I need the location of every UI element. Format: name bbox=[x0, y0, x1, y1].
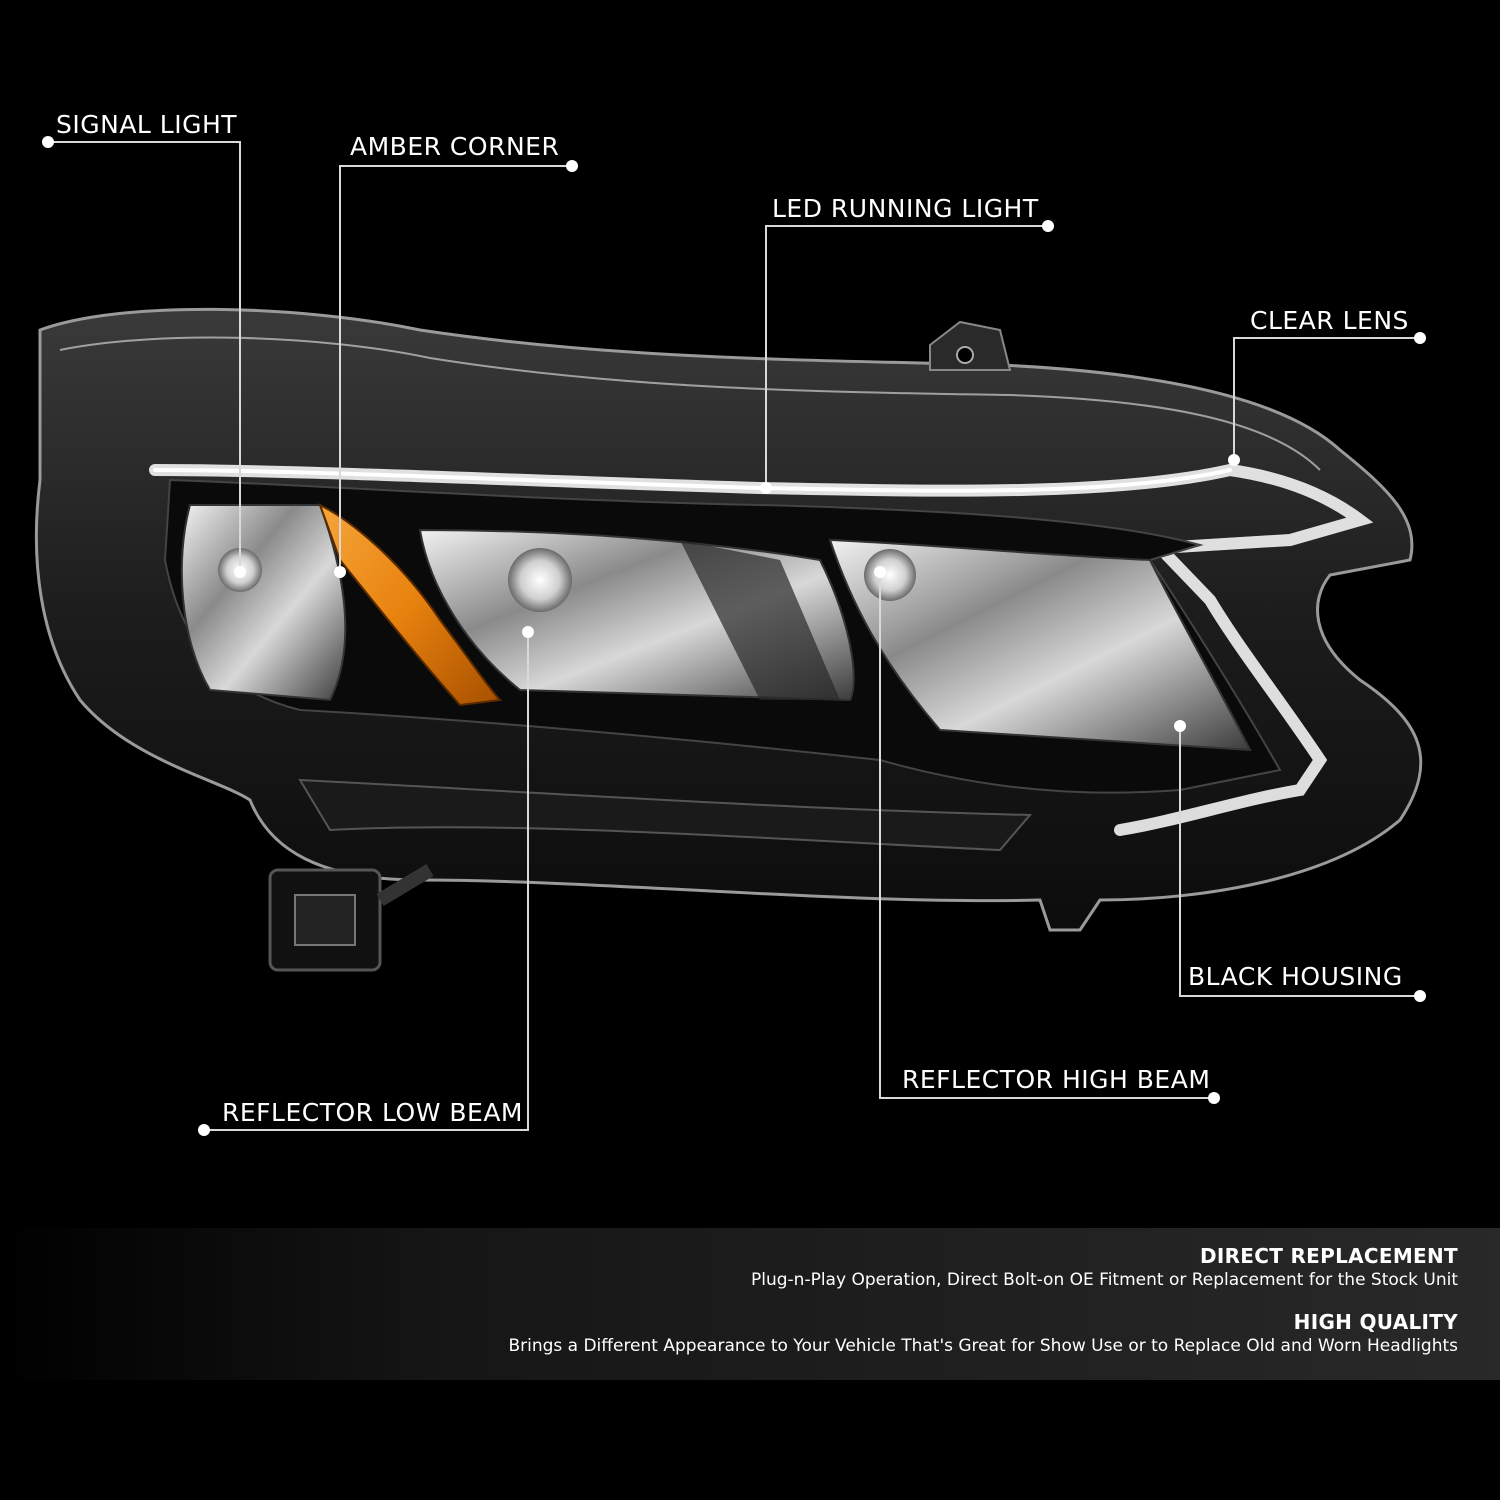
signal-light-reflector bbox=[180, 504, 347, 702]
wiring-connector bbox=[268, 863, 434, 972]
callout-signal-light: SIGNAL LIGHT bbox=[56, 110, 238, 139]
callout-amber-corner: AMBER CORNER bbox=[350, 132, 560, 161]
feature-title: DIRECT REPLACEMENT bbox=[1199, 1244, 1458, 1268]
callout-led-running-light: LED RUNNING LIGHT bbox=[772, 194, 1039, 223]
callout-dots bbox=[42, 136, 1426, 1136]
callout-lines bbox=[48, 141, 1420, 1131]
callout-clear-lens: CLEAR LENS bbox=[1250, 306, 1409, 335]
callout-reflector-high-beam: REFLECTOR HIGH BEAM bbox=[902, 1065, 1211, 1094]
feature-info-band: DIRECT REPLACEMENT Plug-n-Play Operation… bbox=[0, 1228, 1500, 1380]
feature-description: Brings a Different Appearance to Your Ve… bbox=[508, 1336, 1458, 1356]
led-running-light-strip bbox=[149, 463, 1374, 836]
feature-title: HIGH QUALITY bbox=[1293, 1310, 1458, 1334]
feature-description: Plug-n-Play Operation, Direct Bolt-on OE… bbox=[751, 1270, 1458, 1290]
callout-black-housing: BLACK HOUSING bbox=[1188, 962, 1403, 991]
callout-reflector-low-beam: REFLECTOR LOW BEAM bbox=[222, 1098, 523, 1127]
high-beam-reflector bbox=[828, 538, 1252, 752]
mounting-tab bbox=[929, 320, 1012, 371]
amber-corner-reflector bbox=[318, 502, 503, 707]
feature-direct-replacement: DIRECT REPLACEMENT Plug-n-Play Operation… bbox=[751, 1244, 1458, 1291]
feature-high-quality: HIGH QUALITY Brings a Different Appearan… bbox=[508, 1310, 1458, 1357]
